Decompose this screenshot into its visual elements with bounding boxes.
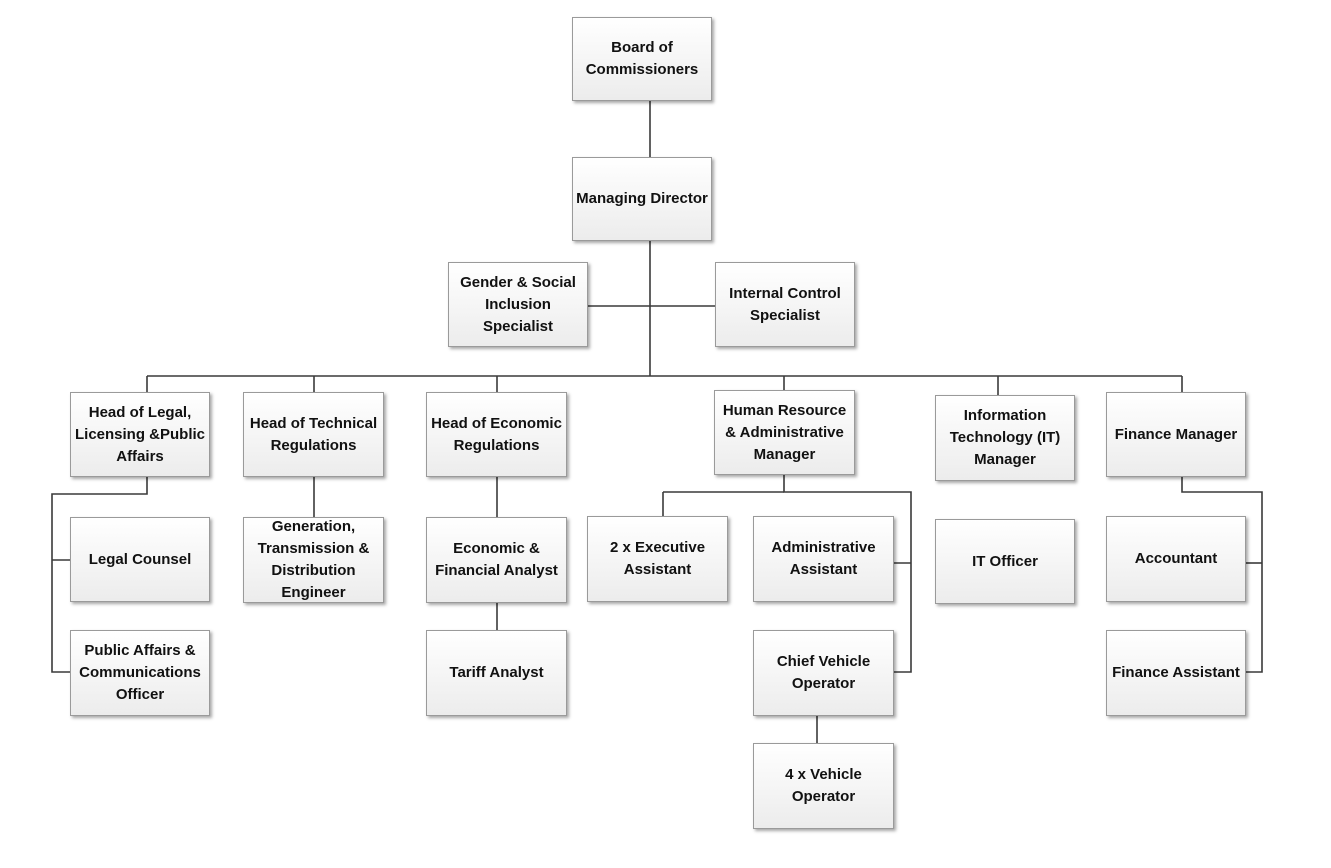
- connector-line: [1181, 477, 1263, 673]
- node-vehicle-operator: 4 x Vehicle Operator: [753, 743, 894, 829]
- node-gender-social-inclusion-specialist: Gender & Social Inclusion Specialist: [448, 262, 588, 347]
- node-hr-admin-manager: Human Resource & Administrative Manager: [714, 390, 855, 475]
- node-head-of-economic-regulations: Head of Economic Regulations: [426, 392, 567, 477]
- node-it-officer: IT Officer: [935, 519, 1075, 604]
- node-gtd-engineer: Generation, Transmission & Distribution …: [243, 517, 384, 603]
- node-executive-assistant: 2 x Executive Assistant: [587, 516, 728, 602]
- node-chief-vehicle-operator: Chief Vehicle Operator: [753, 630, 894, 716]
- node-it-manager: Information Technology (IT) Manager: [935, 395, 1075, 481]
- node-accountant: Accountant: [1106, 516, 1246, 602]
- node-head-of-legal: Head of Legal, Licensing &Public Affairs: [70, 392, 210, 477]
- node-internal-control-specialist: Internal Control Specialist: [715, 262, 855, 347]
- node-finance-assistant: Finance Assistant: [1106, 630, 1246, 716]
- connector-line: [783, 475, 912, 673]
- node-economic-financial-analyst: Economic & Financial Analyst: [426, 517, 567, 603]
- node-board-of-commissioners: Board of Commissioners: [572, 17, 712, 101]
- node-tariff-analyst: Tariff Analyst: [426, 630, 567, 716]
- node-legal-counsel: Legal Counsel: [70, 517, 210, 602]
- connector-line: [51, 477, 148, 673]
- node-managing-director: Managing Director: [572, 157, 712, 241]
- node-head-of-technical-regulations: Head of Technical Regulations: [243, 392, 384, 477]
- node-finance-manager: Finance Manager: [1106, 392, 1246, 477]
- node-public-affairs-officer: Public Affairs & Communications Officer: [70, 630, 210, 716]
- node-administrative-assistant: Administrative Assistant: [753, 516, 894, 602]
